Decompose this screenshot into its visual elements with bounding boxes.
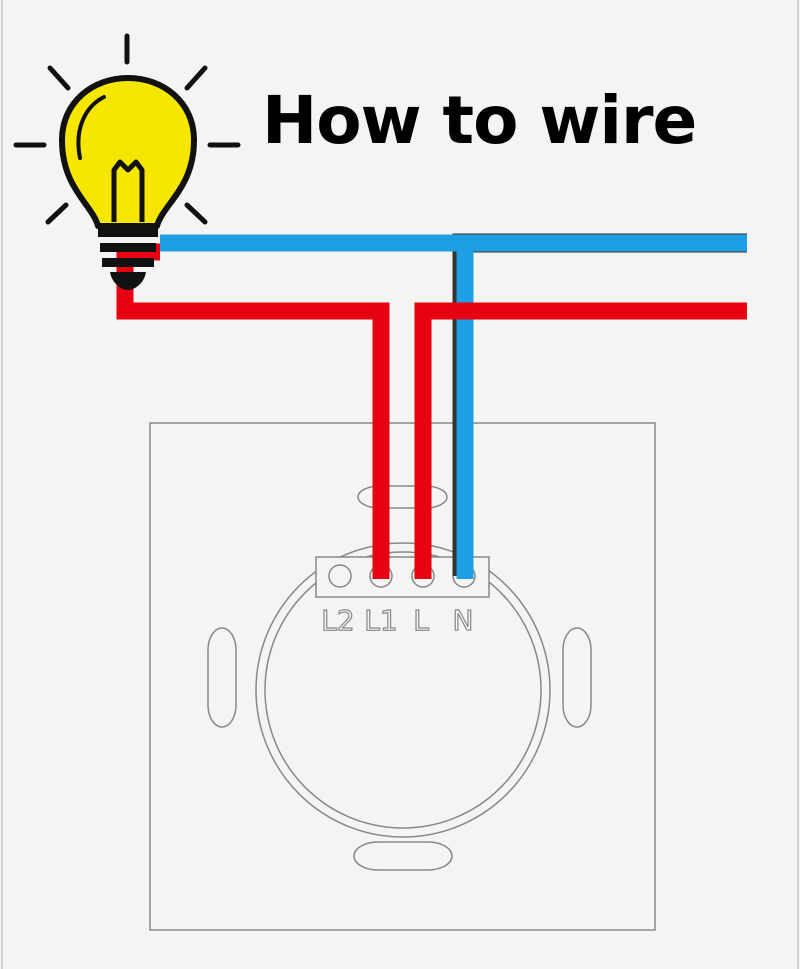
switch-body-outer-ring — [255, 542, 551, 838]
left-mounting-slot — [207, 627, 237, 728]
bulb-base-ring-1 — [98, 228, 158, 237]
page-title: How to wire — [262, 82, 697, 159]
bulb-rays — [13, 33, 241, 225]
bulb-base-tip — [110, 272, 146, 290]
live-wire-lamp-to-l1 — [116, 243, 390, 579]
bulb-filament — [111, 159, 145, 222]
live-wires — [116, 243, 747, 579]
switch-plate — [149, 422, 656, 931]
terminal-labels: L2 L1 L N — [321, 603, 474, 637]
terminal-label-n: N — [453, 604, 474, 637]
bulb-highlight — [76, 95, 106, 160]
top-mounting-slot — [357, 485, 448, 509]
bulb-base-ring-3 — [102, 258, 154, 267]
terminal-label-l: L — [413, 604, 429, 637]
light-bulb-icon — [13, 33, 241, 290]
bulb-base-ring-2 — [100, 243, 156, 252]
live-wire-supply-to-l — [414, 302, 747, 579]
switch-body-inner-ring — [264, 551, 542, 829]
terminal-label-l1: L1 — [364, 604, 397, 637]
neutral-wire-outline — [452, 233, 747, 576]
terminal-screw-l2 — [328, 564, 352, 588]
terminal-label-l2: L2 — [321, 604, 354, 637]
bottom-mounting-slot — [353, 841, 453, 871]
bulb-glass — [59, 75, 197, 229]
neutral-wires — [160, 233, 747, 579]
right-mounting-slot — [562, 627, 592, 728]
